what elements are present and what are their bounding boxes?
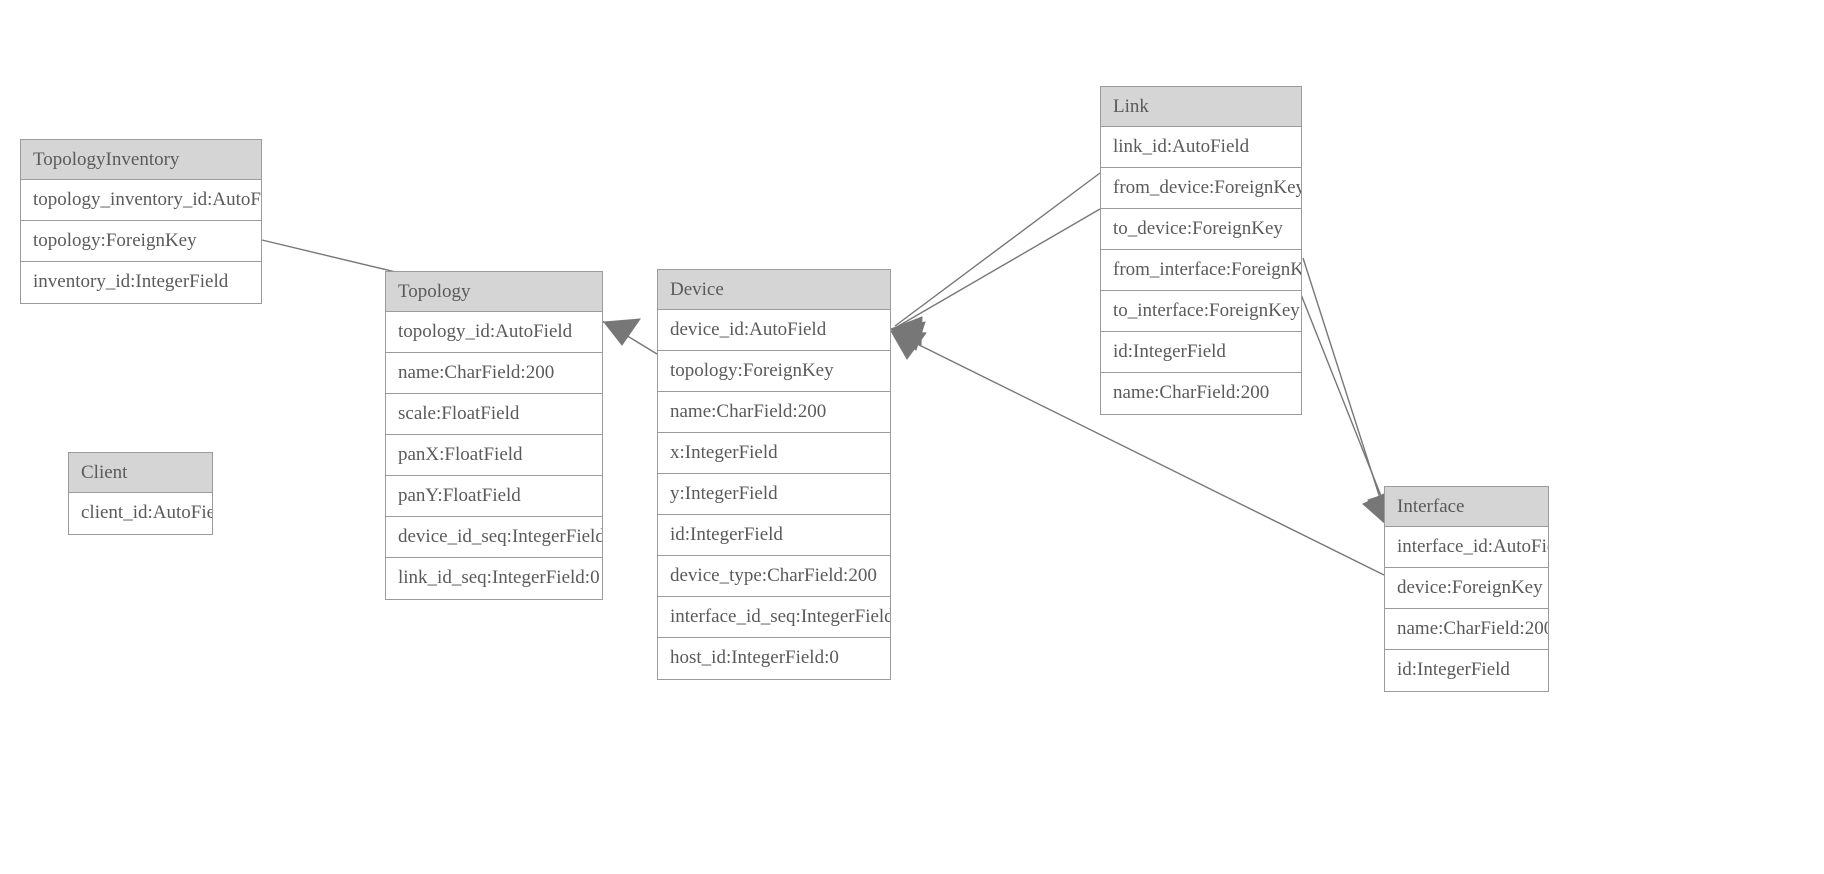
arrowhead-icon <box>889 316 923 346</box>
entity-field: interface_id_seq:IntegerField:0 <box>658 597 890 638</box>
arrowhead-icon <box>889 321 926 351</box>
entity-field: to_interface:ForeignKey <box>1101 291 1301 332</box>
entity-field: topology:ForeignKey <box>658 351 890 392</box>
entity-field: interface_id:AutoField <box>1385 527 1548 568</box>
entity-title-link: Link <box>1101 87 1301 127</box>
relationship-device-to-topology <box>603 318 658 355</box>
entity-field: name:CharField:200 <box>1385 609 1548 650</box>
arrowhead-icon <box>603 318 642 346</box>
entity-field: id:IntegerField <box>1101 332 1301 373</box>
arrowhead-icon <box>890 330 927 360</box>
entity-title-client: Client <box>69 453 212 493</box>
entity-field: topology_inventory_id:AutoField <box>21 180 261 221</box>
entity-field: name:CharField:200 <box>1101 373 1301 414</box>
entity-field: topology:ForeignKey <box>21 221 261 262</box>
entity-title-topology: Topology <box>386 272 602 312</box>
entity-field: scale:FloatField <box>386 394 602 435</box>
entity-field: link_id_seq:IntegerField:0 <box>386 558 602 599</box>
entity-field: id:IntegerField <box>1385 650 1548 691</box>
entity-field: link_id:AutoField <box>1101 127 1301 168</box>
entity-interface[interactable]: Interfaceinterface_id:AutoFielddevice:Fo… <box>1384 486 1549 692</box>
entity-field: panX:FloatField <box>386 435 602 476</box>
relationship-link-to-interface-to-interface <box>1299 291 1393 529</box>
entity-title-topology_inventory: TopologyInventory <box>21 140 261 180</box>
entity-field: to_device:ForeignKey <box>1101 209 1301 250</box>
relationship-link-to-device-to-device <box>889 208 1101 346</box>
entity-field: y:IntegerField <box>658 474 890 515</box>
entity-field: name:CharField:200 <box>386 353 602 394</box>
entity-field: name:CharField:200 <box>658 392 890 433</box>
entity-field: device_id:AutoField <box>658 310 890 351</box>
entity-field: device_type:CharField:200 <box>658 556 890 597</box>
relationship-link-from-device-to-device <box>889 172 1101 351</box>
entity-title-interface: Interface <box>1385 487 1548 527</box>
entity-field: panY:FloatField <box>386 476 602 517</box>
entity-field: client_id:AutoField <box>69 493 212 534</box>
entity-field: from_interface:ForeignKey <box>1101 250 1301 291</box>
entity-field: device_id_seq:IntegerField:0 <box>386 517 602 558</box>
entity-title-device: Device <box>658 270 890 310</box>
entity-field: x:IntegerField <box>658 433 890 474</box>
entity-field: host_id:IntegerField:0 <box>658 638 890 679</box>
entity-field: from_device:ForeignKey <box>1101 168 1301 209</box>
entity-field: device:ForeignKey <box>1385 568 1548 609</box>
entity-field: topology_id:AutoField <box>386 312 602 353</box>
relationship-link-from-interface-to-interface <box>1302 257 1390 529</box>
entity-field: inventory_id:IntegerField <box>21 262 261 303</box>
entity-field: id:IntegerField <box>658 515 890 556</box>
